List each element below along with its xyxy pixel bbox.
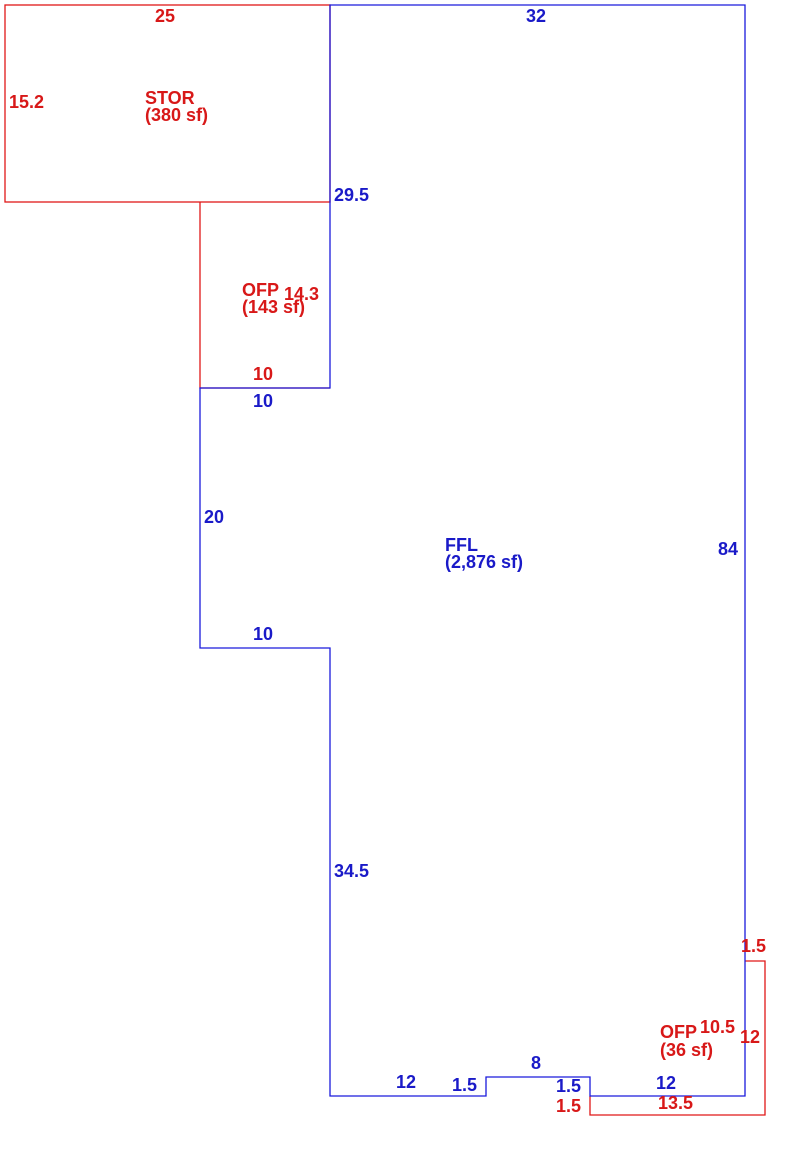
dim-ffl-step-left: 1.5 [452, 1075, 477, 1095]
dim-stor-left: 15.2 [9, 92, 44, 112]
dim-ofp-right-inner: 10.5 [700, 1017, 735, 1037]
dim-ffl-bottom-left: 12 [396, 1072, 416, 1092]
dim-ofp-right-side: 12 [740, 1027, 760, 1047]
dim-ofp-left-side: 14.3 [284, 284, 319, 304]
ofp-left-name: OFP [242, 280, 279, 300]
dim-ffl-bottom-right: 12 [656, 1073, 676, 1093]
dim-ofp-right-bottom: 13.5 [658, 1093, 693, 1113]
dim-stor-top: 25 [155, 6, 175, 26]
ofp-right-size: (36 sf) [660, 1040, 713, 1060]
ofp-right-outline [589, 960, 766, 1116]
dim-ffl-step-right: 1.5 [556, 1076, 581, 1096]
dim-ffl-lower-left: 34.5 [334, 861, 369, 881]
dim-ofp-right-top: 1.5 [741, 936, 766, 956]
ofp-right-name: OFP [660, 1022, 697, 1042]
dim-ffl-upper-left: 29.5 [334, 185, 369, 205]
stor-size: (380 sf) [145, 105, 208, 125]
dim-ofp-left-bottom: 10 [253, 364, 273, 384]
dim-ffl-right: 84 [718, 539, 738, 559]
ffl-name: FFL [445, 535, 478, 555]
dim-ffl-bump: 8 [531, 1053, 541, 1073]
dim-ffl-notch-bottom: 10 [253, 624, 273, 644]
stor-name: STOR [145, 88, 195, 108]
dim-ffl-top: 32 [526, 6, 546, 26]
ffl-outline [199, 4, 746, 1097]
dim-ffl-notch-top: 10 [253, 391, 273, 411]
ofp-left-size: (143 sf) [242, 297, 305, 317]
ffl-size: (2,876 sf) [445, 552, 523, 572]
dim-ofp-right-left: 1.5 [556, 1096, 581, 1116]
dim-ffl-notch-side: 20 [204, 507, 224, 527]
